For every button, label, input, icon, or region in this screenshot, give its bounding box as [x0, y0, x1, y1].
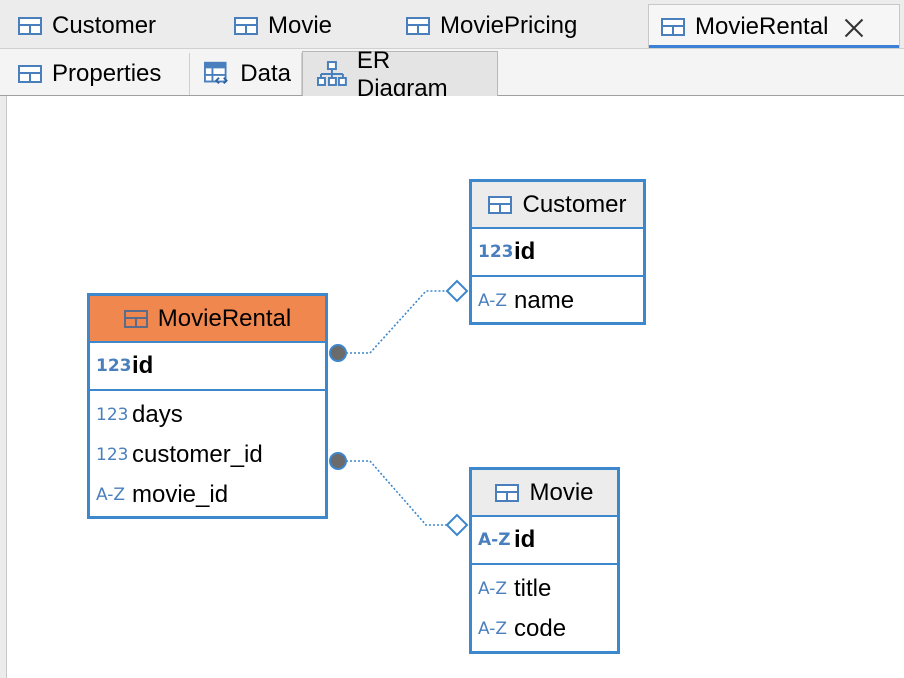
data-grid-icon	[204, 61, 228, 85]
tab-label: ER Diagram	[356, 46, 448, 102]
column-name: id	[514, 526, 536, 553]
tab-label: MovieRental	[695, 12, 829, 40]
table-icon	[661, 17, 685, 36]
tab-label: Movie	[268, 12, 333, 39]
text-type-icon: A-Z	[478, 619, 508, 639]
column-row: A-Z title	[472, 569, 617, 609]
tab-customer[interactable]: Customer	[18, 6, 156, 46]
table-icon	[406, 17, 430, 35]
tab-data[interactable]: Data	[190, 53, 302, 95]
editor-tab-bar: Customer Movie MoviePricing MovieRental	[0, 0, 904, 48]
entity-movierental[interactable]: MovieRental 123 id 123 days 123 customer…	[87, 293, 328, 519]
key-column-row: 123 id	[472, 229, 643, 277]
column-row: 123 days	[90, 395, 325, 435]
table-icon	[234, 17, 258, 35]
tab-properties[interactable]: Properties	[4, 53, 190, 95]
numeric-type-icon: 123	[96, 356, 132, 376]
numeric-type-icon: 123	[96, 445, 129, 465]
column-row: A-Z code	[472, 609, 617, 649]
entity-header: Movie	[472, 470, 617, 517]
column-row: A-Z movie_id	[90, 475, 325, 515]
column-name: code	[514, 615, 567, 642]
column-name: id	[514, 238, 536, 265]
text-type-icon: A-Z	[478, 579, 508, 599]
entity-title: Customer	[522, 190, 627, 218]
tab-label: MoviePricing	[440, 12, 578, 39]
er-diagram-icon	[317, 60, 347, 86]
column-row: A-Z name	[472, 281, 643, 321]
column-name: id	[132, 352, 154, 379]
table-icon	[488, 195, 513, 214]
entity-header: MovieRental	[90, 296, 325, 343]
table-icon	[495, 483, 520, 502]
tab-er-diagram[interactable]: ER Diagram	[302, 47, 498, 102]
text-type-icon: A-Z	[478, 291, 508, 311]
tab-label: Properties	[52, 60, 162, 87]
text-type-icon: A-Z	[96, 485, 126, 505]
column-name: title	[514, 575, 552, 602]
sub-tab-bar: Properties Data	[0, 47, 904, 102]
tab-movie[interactable]: Movie	[234, 6, 332, 46]
tab-movierental[interactable]: MovieRental	[648, 4, 900, 48]
column-name: name	[514, 287, 575, 314]
entity-customer[interactable]: Customer 123 id A-Z name	[469, 179, 646, 325]
entity-header: Customer	[472, 182, 643, 229]
entity-title: Movie	[529, 478, 594, 506]
table-icon	[123, 309, 148, 328]
column-name: movie_id	[132, 481, 229, 508]
text-type-icon: A-Z	[478, 530, 511, 550]
numeric-type-icon: 123	[478, 242, 514, 262]
close-icon[interactable]	[844, 17, 864, 37]
column-name: customer_id	[132, 441, 263, 468]
key-column-row: A-Z id	[472, 517, 617, 565]
entity-movie[interactable]: Movie A-Z id A-Z title A-Z code	[469, 467, 620, 654]
table-icon	[18, 65, 42, 83]
table-icon	[18, 17, 42, 35]
column-row: 123 customer_id	[90, 435, 325, 475]
column-name: days	[132, 401, 183, 428]
entity-title: MovieRental	[157, 304, 292, 332]
numeric-type-icon: 123	[96, 405, 129, 425]
tab-label: Data	[240, 60, 291, 87]
tab-moviepricing[interactable]: MoviePricing	[406, 6, 577, 46]
tab-label: Customer	[52, 12, 157, 39]
key-column-row: 123 id	[90, 343, 325, 391]
